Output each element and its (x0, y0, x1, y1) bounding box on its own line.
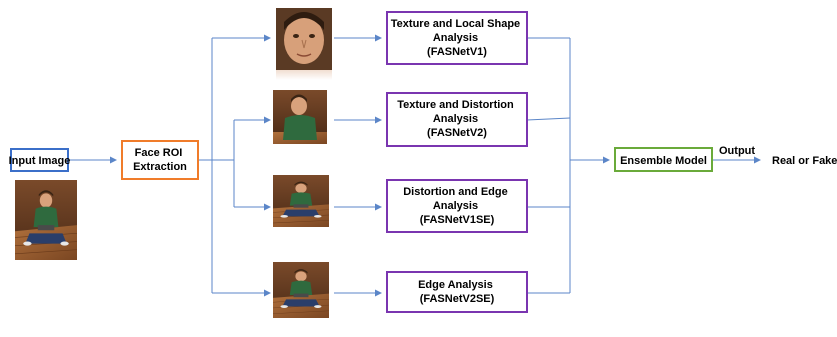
face-roi-label-line-2: Extraction (133, 161, 187, 173)
face-crop-4 (273, 262, 329, 328)
svg-text:Texture and Distortion Ana: Texture and Distortion Analysis (FASNetV… (397, 99, 517, 139)
svg-text:Distortion and Edge Analys: Distortion and Edge Analysis (FASNetV1SE… (403, 186, 511, 226)
result-label: Real or Fake? (772, 155, 837, 167)
branch-2-line-2: Analysis (433, 113, 478, 125)
face-roi-box (121, 140, 199, 180)
branch-box-3 (386, 179, 528, 233)
branch-2-line-1: Texture and Distortion (397, 99, 514, 111)
branch-1-line-1: Texture and Local Shape (391, 18, 520, 30)
branch-1-line-2: Analysis (433, 32, 478, 44)
branch-box-1 (386, 11, 528, 65)
branch-1-line-3: (FASNetV1) (427, 46, 487, 58)
connectors (68, 34, 761, 297)
branch-3-line-2: Analysis (433, 200, 478, 212)
ensemble-model-label: Ensemble Model (620, 155, 707, 167)
branch-2-line-3: (FASNetV2) (427, 127, 487, 139)
input-photo (15, 180, 77, 260)
svg-text:Texture and Local Shape An: Texture and Local Shape Analysis (FASNet… (391, 18, 523, 58)
face-crop-3 (273, 175, 329, 237)
svg-text:Face ROI Extraction: Face ROI Extraction (133, 147, 187, 173)
input-image-label: Input Image (9, 155, 71, 167)
branch-box-4 (386, 271, 528, 313)
branch-3-line-3: (FASNetV1SE) (420, 214, 495, 226)
input-image-box (10, 148, 69, 172)
branch2-out (526, 117, 571, 121)
branch-4-line-1: Edge Analysis (418, 279, 493, 291)
branch-box-2 (386, 92, 528, 147)
svg-text:Edge Analysis (FASNetV2SE): Edge Analysis (FASNetV2SE) (418, 279, 496, 305)
face-crop-2 (273, 90, 327, 154)
branch-3-line-1: Distortion and Edge (403, 186, 508, 198)
branch-4-line-2: (FASNetV2SE) (420, 293, 495, 305)
face-crop-1 (276, 8, 332, 80)
face-roi-label-line-1: Face ROI (135, 147, 183, 159)
output-label: Output (719, 145, 755, 157)
ensemble-model-box (614, 147, 713, 172)
